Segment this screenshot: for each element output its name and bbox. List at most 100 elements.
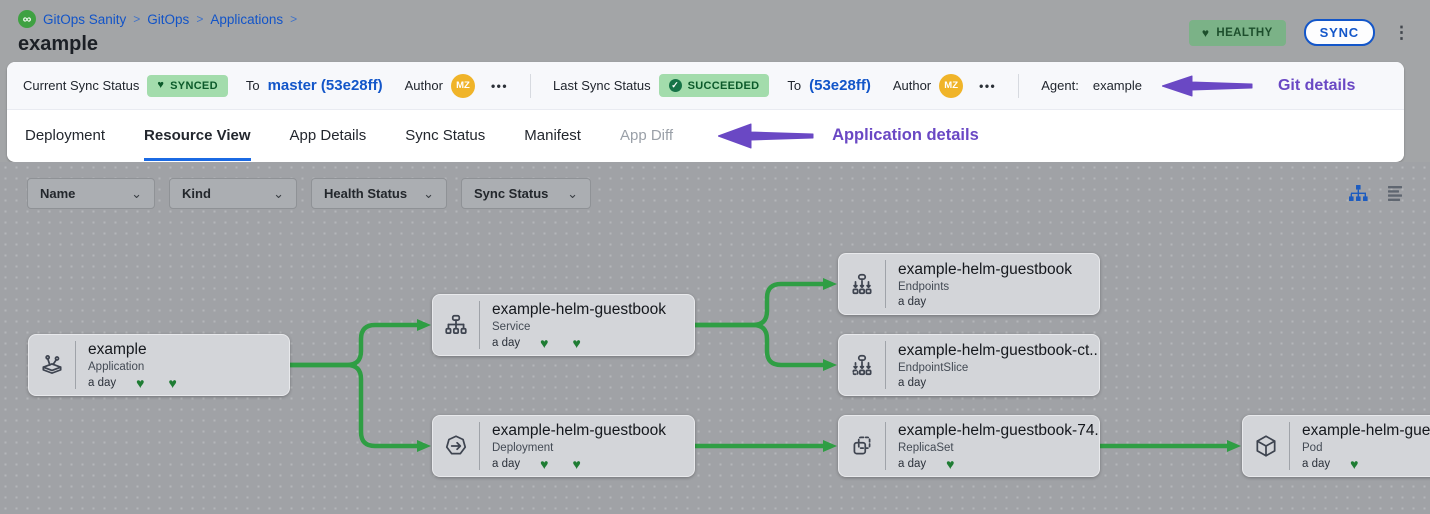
node-kind: Endpoints [898,280,950,293]
list-view-icon[interactable] [1384,182,1406,204]
sync-status-bar: Current Sync Status ♥ SYNCED To master (… [7,62,1404,110]
author-label: Author [892,78,932,93]
breadcrumb-link-account[interactable]: GitOps Sanity [43,11,127,27]
node-age: a day [898,376,927,389]
heart-icon: ♥ [157,79,165,91]
health-heart-icon: ♥ [572,455,581,472]
tree-edge [287,319,431,368]
breadcrumb-separator: > [133,12,141,26]
divider [479,422,480,470]
gitops-logo-icon: ∞ [18,10,36,28]
replicaset-icon [839,416,885,476]
node-kind: Application [88,360,145,373]
page-title: example [18,33,99,55]
last-sync-status-label: Last Sync Status [553,78,651,93]
chevron-down-icon: ⌄ [567,185,578,201]
resource-node-endpoints[interactable]: example-helm-guestbook Endpoints a day [838,253,1100,315]
author-avatar: MZ [939,73,964,98]
node-title: example-helm-guestbook-74... [898,421,1099,439]
check-icon: ✓ [668,79,682,92]
succeeded-badge-label: SUCCEEDED [687,79,760,92]
breadcrumb-link-gitops[interactable]: GitOps [147,11,190,27]
more-options-icon[interactable]: ••• [979,78,997,93]
divider [479,301,480,349]
health-heart-icon: ♥ [1350,455,1359,472]
more-options-icon[interactable]: ••• [490,78,509,93]
health-heart-icon: ♥ [540,334,549,351]
health-heart-icon: ♥ [136,374,145,391]
divider [885,260,886,308]
tab-sync-status[interactable]: Sync Status [405,127,486,144]
resource-node-endpointslice[interactable]: example-helm-guestbook-ct... EndpointSli… [838,334,1100,396]
node-age: a day [898,457,927,470]
synced-badge-label: SYNCED [170,79,218,92]
to-label: To [245,78,260,93]
node-age: a day [88,376,117,389]
health-hearts: ♥♥ [540,336,581,350]
breadcrumb-separator: > [196,12,204,26]
resource-node-service[interactable]: example-helm-guestbook Service a day♥♥ [432,294,695,356]
resource-node-application[interactable]: example Application a day♥♥ [28,334,290,396]
app-summary-card: Current Sync Status ♥ SYNCED To master (… [7,62,1404,162]
top-bar: ∞ GitOps Sanity > GitOps > Applications … [0,0,1430,62]
resource-node-deployment[interactable]: example-helm-guestbook Deployment a day ♥… [432,415,695,477]
tree-view-icon[interactable] [1347,182,1369,204]
resource-node-pod[interactable]: example-helm-guest Pod a day♥ [1242,415,1430,477]
kebab-menu-icon[interactable]: ⋮ [1393,23,1410,42]
application-details-annotation: Application details [832,126,979,144]
endpointslice-icon [839,335,885,395]
git-details-annotation: Git details [1277,76,1356,94]
health-status-badge: ♥ HEALTHY [1188,19,1286,46]
filter-health-status-dropdown[interactable]: Health Status ⌄ [311,178,447,209]
succeeded-badge: ✓ SUCCEEDED [658,74,770,97]
tab-app-details[interactable]: App Details [289,127,367,144]
node-kind: Deployment [492,441,554,454]
filter-name-dropdown[interactable]: Name ⌄ [27,178,155,209]
node-title: example-helm-guestbook [492,421,667,439]
divider [1289,422,1290,470]
health-hearts: ♥ [1350,457,1358,471]
heart-icon: ♥ [1201,25,1210,40]
tree-edge [692,278,837,328]
node-age: a day [898,295,927,308]
git-details-arrow-icon [1161,75,1253,96]
to-label: To [787,78,802,93]
divider [885,341,886,389]
health-badge-label: HEALTHY [1216,26,1273,39]
sync-button[interactable]: SYNC [1303,19,1375,46]
tab-deployment[interactable]: Deployment [25,127,106,144]
synced-badge: ♥ SYNCED [147,74,228,97]
node-age: a day [492,336,521,349]
node-kind: Service [492,320,531,333]
breadcrumb: ∞ GitOps Sanity > GitOps > Applications … [18,10,1412,28]
filter-sync-status-dropdown[interactable]: Sync Status ⌄ [461,178,591,209]
divider [530,73,532,98]
node-age: a day [492,457,521,470]
last-revision-link[interactable]: (53e28ff) [809,77,871,94]
node-title: example-helm-guestbook [898,260,1073,278]
node-kind: Pod [1302,441,1323,454]
tab-app-diff[interactable]: App Diff [619,127,674,144]
tab-manifest[interactable]: Manifest [524,127,581,144]
author-avatar: MZ [450,73,475,98]
edge-layer [287,278,1241,452]
health-hearts: ♥♥ [540,457,581,471]
filter-kind-dropdown[interactable]: Kind ⌄ [169,178,297,209]
agent-value: example [1092,78,1142,93]
tab-resource-view[interactable]: Resource View [144,110,251,161]
service-icon [433,295,479,355]
health-heart-icon: ♥ [168,374,177,391]
endpoints-icon [839,254,885,314]
application-icon [29,335,75,395]
node-title: example [88,340,147,358]
node-title: example-helm-guest [1302,421,1430,439]
app-tabs: Deployment Resource View App Details Syn… [7,110,1404,161]
author-label: Author [404,78,443,93]
filter-bar: Name ⌄ Kind ⌄ Health Status ⌄ Sync Statu… [27,178,591,209]
resource-node-replicaset[interactable]: example-helm-guestbook-74... ReplicaSet … [838,415,1100,477]
health-hearts: ♥♥ [136,376,177,390]
view-toggles [1347,182,1406,204]
breadcrumb-separator: > [290,12,298,26]
breadcrumb-link-applications[interactable]: Applications [210,11,284,27]
current-revision-link[interactable]: master (53e28ff) [267,77,383,94]
